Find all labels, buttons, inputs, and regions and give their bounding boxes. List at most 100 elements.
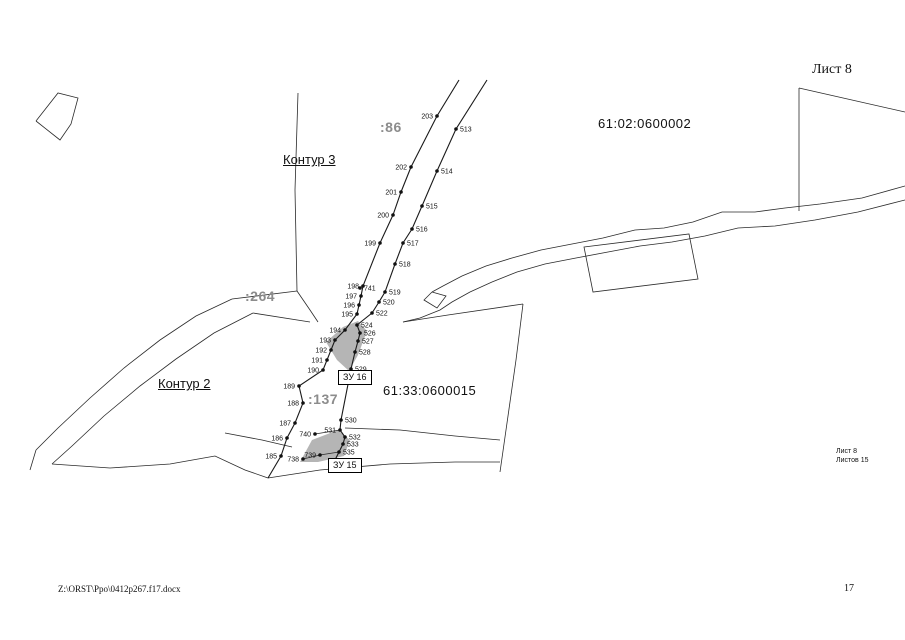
survey-point-187: [293, 421, 297, 425]
sheet-info-block: Лист 8 Листов 15: [836, 447, 868, 465]
survey-point-527: [356, 339, 360, 343]
survey-point-label-531: 531: [324, 428, 336, 435]
survey-point-535: [337, 450, 341, 454]
survey-point-label-188: 188: [287, 401, 299, 408]
survey-point-label-191: 191: [311, 358, 323, 365]
survey-point-label-514: 514: [441, 169, 453, 176]
survey-point-513: [454, 127, 458, 131]
boundary-topleft-blob: [35, 92, 79, 141]
survey-point-label-526: 526: [364, 331, 376, 338]
survey-point-520: [377, 300, 381, 304]
parcel-number-264: :264: [245, 288, 276, 304]
survey-point-label-522: 522: [376, 311, 388, 318]
footer-file-path: Z:\ORST\Ppo\0412p267.f17.docx: [58, 584, 181, 594]
survey-point-label-192: 192: [315, 348, 327, 355]
survey-point-label-518: 518: [399, 262, 411, 269]
survey-point-label-740: 740: [299, 432, 311, 439]
survey-point-189: [297, 384, 301, 388]
survey-point-193: [333, 338, 337, 342]
survey-point-label-199: 199: [364, 241, 376, 248]
survey-point-label-513: 513: [460, 127, 472, 134]
survey-point-label-519: 519: [389, 290, 401, 297]
survey-point-192: [329, 348, 333, 352]
survey-point-label-517: 517: [407, 241, 419, 248]
survey-point-529: [349, 367, 353, 371]
road-line-upper: [35, 298, 233, 451]
survey-point-label-738: 738: [287, 457, 299, 464]
page-number: 17: [844, 583, 854, 594]
lower-polygon-top-edge: [402, 303, 524, 323]
boundary-topright-diagonal: [798, 87, 905, 113]
survey-point-517: [401, 241, 405, 245]
allotment-label-zu16: ЗУ 16: [338, 370, 372, 385]
survey-point-label-186: 186: [271, 436, 283, 443]
survey-point-202: [409, 165, 413, 169]
survey-point-741: [358, 286, 362, 290]
boundary-connector: [231, 290, 319, 323]
survey-point-740: [313, 432, 317, 436]
survey-point-label-194: 194: [329, 328, 341, 335]
cadastral-quarter-label-bottom: 61:33:0600015: [383, 383, 477, 398]
survey-point-524: [355, 323, 359, 327]
survey-point-label-528: 528: [359, 350, 371, 357]
survey-point-198: [361, 284, 365, 288]
sheet-info-line2: Листов 15: [836, 457, 869, 464]
boundary-vertical-left: [294, 92, 299, 292]
survey-point-197: [359, 294, 363, 298]
parcel-rectangle: [583, 233, 699, 293]
survey-point-203: [435, 114, 439, 118]
sheet-number-top-right: Лист 8: [812, 62, 852, 77]
survey-point-label-197: 197: [345, 294, 357, 301]
survey-point-label-190: 190: [307, 368, 319, 375]
survey-point-522: [370, 311, 374, 315]
survey-point-738: [301, 457, 305, 461]
survey-point-label-739: 739: [304, 453, 316, 460]
survey-point-530: [339, 418, 343, 422]
survey-point-532: [343, 435, 347, 439]
survey-point-186: [285, 436, 289, 440]
survey-point-526: [358, 331, 362, 335]
survey-point-label-193: 193: [319, 338, 331, 345]
survey-point-195: [355, 312, 359, 316]
wavy-line-lower: [402, 199, 905, 323]
survey-point-label-198: 198: [347, 284, 359, 291]
survey-point-200: [391, 213, 395, 217]
survey-point-531: [338, 428, 342, 432]
survey-point-201: [399, 190, 403, 194]
survey-point-label-202: 202: [395, 165, 407, 172]
survey-point-label-741: 741: [364, 286, 376, 293]
survey-point-518: [393, 262, 397, 266]
survey-point-label-516: 516: [416, 227, 428, 234]
survey-point-label-515: 515: [426, 204, 438, 211]
survey-point-190: [321, 368, 325, 372]
parcel-number-137: :137: [308, 391, 339, 407]
survey-point-191: [325, 358, 329, 362]
survey-point-739: [318, 453, 322, 457]
survey-point-label-189: 189: [283, 384, 295, 391]
contour-2-label: Контур 2: [158, 376, 211, 391]
survey-point-label-527: 527: [362, 339, 374, 346]
survey-point-label-203: 203: [421, 114, 433, 121]
survey-point-185: [279, 454, 283, 458]
survey-point-label-185: 185: [265, 454, 277, 461]
bottom-left-boundary: [29, 449, 269, 479]
survey-point-516: [410, 227, 414, 231]
road-connector: [252, 312, 311, 323]
lower-left-inner-line: [224, 432, 293, 448]
survey-point-label-201: 201: [385, 190, 397, 197]
contour-3-label: Контур 3: [283, 152, 336, 167]
survey-point-194: [343, 328, 347, 332]
cadastral-quarter-label-top: 61:02:0600002: [598, 116, 692, 131]
survey-point-label-535: 535: [343, 450, 355, 457]
survey-point-515: [420, 204, 424, 208]
survey-point-label-533: 533: [347, 442, 359, 449]
survey-point-label-532: 532: [349, 435, 361, 442]
survey-point-label-520: 520: [383, 300, 395, 307]
survey-point-label-200: 200: [377, 213, 389, 220]
wavy-line-upper: [431, 185, 905, 293]
survey-point-label-187: 187: [279, 421, 291, 428]
lower-inner-line: [344, 427, 501, 441]
road-line-lower: [51, 312, 254, 465]
survey-point-199: [378, 241, 382, 245]
